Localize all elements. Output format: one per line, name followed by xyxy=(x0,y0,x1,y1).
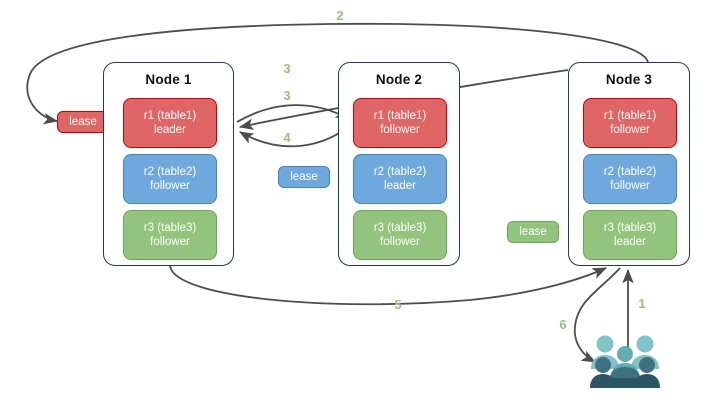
replica-n2r3[interactable]: r3 (table3) follower xyxy=(353,210,447,260)
replica-line1: r3 (table3) xyxy=(603,222,657,234)
lease-badge-red: lease xyxy=(57,111,109,133)
lease-label: lease xyxy=(519,226,547,238)
replica-line2: leader xyxy=(614,236,646,248)
lease-label: lease xyxy=(69,116,97,128)
replica-line2: follower xyxy=(150,180,190,192)
replica-line1: r1 (table1) xyxy=(373,110,427,122)
replica-line1: r3 (table3) xyxy=(373,222,427,234)
replica-line1: r1 (table1) xyxy=(143,110,197,122)
replica-n3r3[interactable]: r3 (table3) leader xyxy=(583,210,677,260)
edge-3-middle-path xyxy=(236,104,350,123)
replica-line1: r3 (table3) xyxy=(143,222,197,234)
edge-label-3-middle: 3 xyxy=(283,88,291,103)
replica-n1r3[interactable]: r3 (table3) follower xyxy=(123,210,217,260)
edge-label-6: 6 xyxy=(559,317,567,332)
node-container-node3[interactable]: Node 3 r1 (table1) follower r2 (table2) … xyxy=(568,62,690,266)
replica-line2: follower xyxy=(380,236,420,248)
replica-line2: follower xyxy=(610,180,650,192)
node-container-node1[interactable]: Node 1 r1 (table1) leader r2 (table2) fo… xyxy=(103,62,234,266)
replica-n1r1[interactable]: r1 (table1) leader xyxy=(123,98,217,148)
edge-label-5: 5 xyxy=(394,297,402,312)
node-title: Node 2 xyxy=(375,72,423,87)
edge-label-2: 2 xyxy=(336,8,344,23)
replica-line1: r2 (table2) xyxy=(373,166,427,178)
replica-line1: r2 (table2) xyxy=(603,166,657,178)
replica-line2: follower xyxy=(380,124,420,136)
replica-n2r1[interactable]: r1 (table1) follower xyxy=(353,98,447,148)
edge-label-3-upper: 3 xyxy=(283,61,291,76)
replica-n3r2[interactable]: r2 (table2) follower xyxy=(583,154,677,204)
node-title: Node 1 xyxy=(145,72,192,87)
replica-line1: r1 (table1) xyxy=(603,110,657,122)
lease-badge-blue: lease xyxy=(278,166,330,188)
users-group-icon xyxy=(588,332,670,390)
lease-badge-green: lease xyxy=(507,221,559,243)
edge-label-1: 1 xyxy=(638,296,646,311)
node-container-node2[interactable]: Node 2 r1 (table1) follower r2 (table2) … xyxy=(338,62,460,266)
replica-n3r1[interactable]: r1 (table1) follower xyxy=(583,98,677,148)
replica-n1r2[interactable]: r2 (table2) follower xyxy=(123,154,217,204)
replica-line2: leader xyxy=(384,180,416,192)
edge-label-4: 4 xyxy=(283,130,291,145)
replica-line1: r2 (table2) xyxy=(143,166,197,178)
replica-line2: follower xyxy=(150,236,190,248)
replica-n2r2[interactable]: r2 (table2) leader xyxy=(353,154,447,204)
replica-line2: leader xyxy=(154,124,186,136)
node-title: Node 3 xyxy=(605,72,653,87)
lease-label: lease xyxy=(290,171,318,183)
replica-line2: follower xyxy=(610,124,650,136)
